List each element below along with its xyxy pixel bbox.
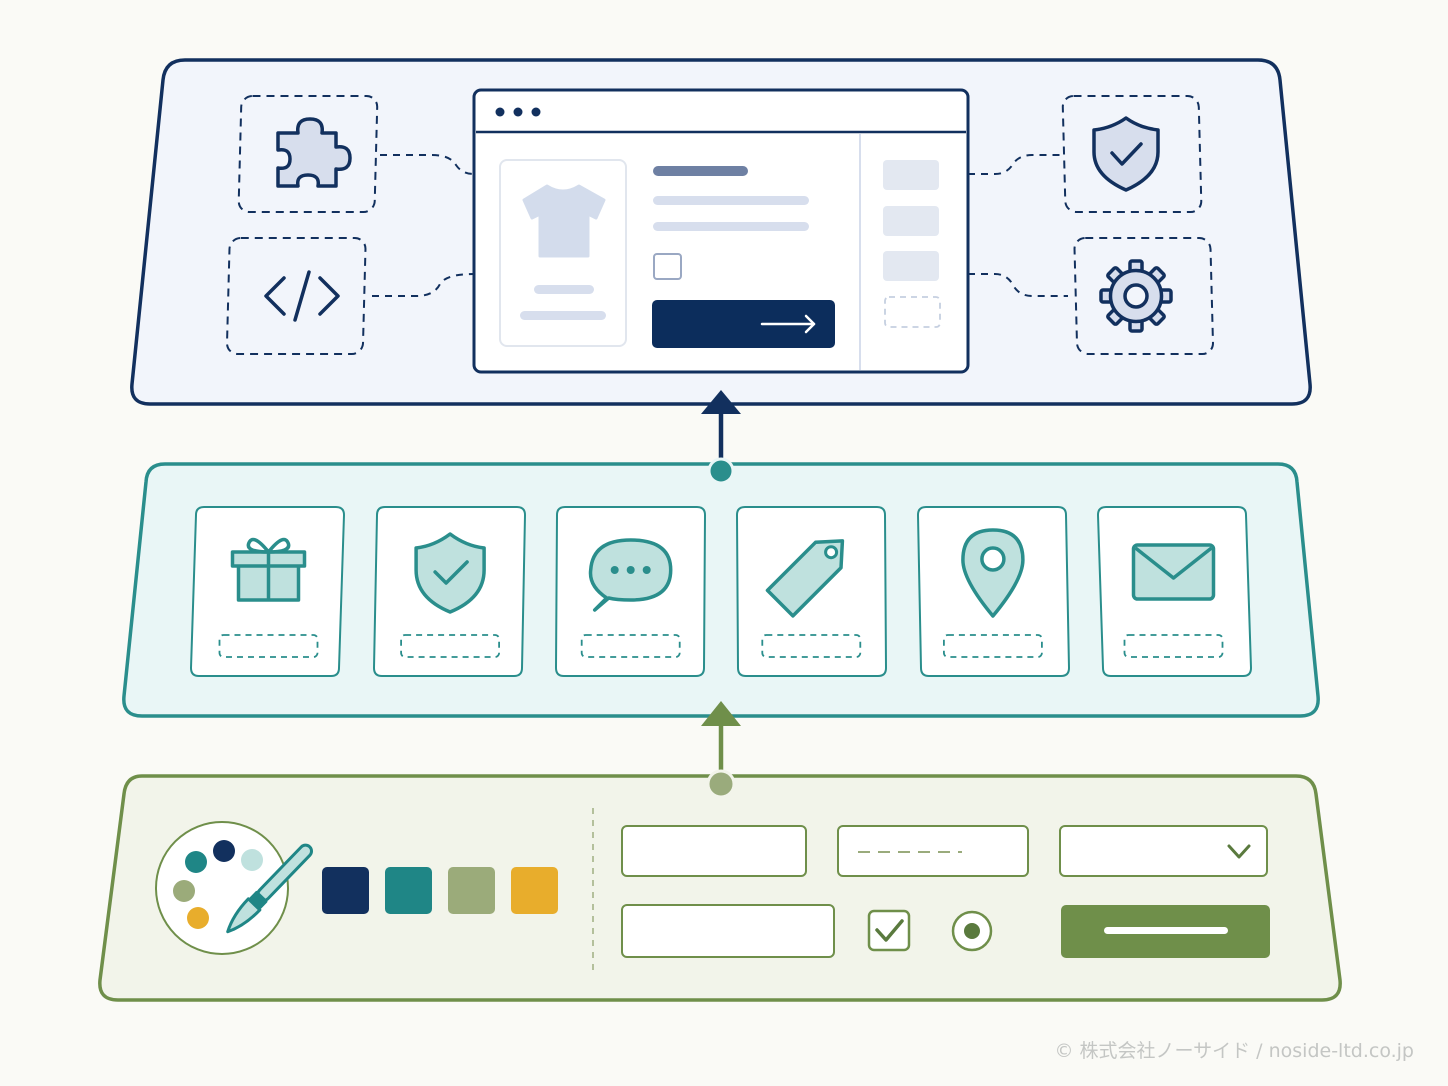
checkbox-checked[interactable]	[867, 909, 911, 952]
product-card	[499, 159, 627, 347]
feature-card-row	[189, 506, 1253, 677]
chevron-down-icon	[1227, 844, 1251, 859]
arrow-right-icon	[760, 314, 816, 334]
add-to-cart-button[interactable]	[652, 300, 835, 348]
chat-bubble-icon	[588, 538, 673, 612]
puzzle-extension-box	[237, 95, 379, 213]
tshirt-icon	[522, 184, 606, 258]
text-input[interactable]	[621, 904, 835, 958]
text-input[interactable]	[621, 825, 807, 877]
gift-icon	[230, 537, 307, 602]
gear-icon	[1099, 259, 1173, 333]
bottom-layer	[98, 769, 1342, 1002]
card-label-placeholder	[580, 634, 681, 658]
color-swatch	[385, 867, 432, 914]
checkmark-icon	[875, 919, 904, 942]
card-label-placeholder	[943, 634, 1043, 658]
code-extension-box	[226, 237, 367, 355]
primary-button[interactable]	[1061, 905, 1270, 958]
feature-card	[554, 506, 707, 677]
top-layer	[130, 58, 1312, 406]
color-swatch	[511, 867, 558, 914]
storefront-browser-window	[472, 88, 970, 374]
color-swatch	[448, 867, 495, 914]
select-dropdown[interactable]	[1059, 825, 1268, 877]
feature-card	[735, 506, 888, 677]
radio-selected[interactable]	[951, 910, 993, 952]
palette-brush-icon	[155, 821, 314, 955]
bottom-layer-panel	[98, 774, 1342, 1002]
feature-card	[916, 506, 1071, 677]
feature-card	[189, 506, 346, 677]
location-pin-icon	[961, 528, 1025, 618]
sidebar-placeholders	[883, 160, 941, 328]
puzzle-icon	[276, 117, 352, 188]
top-connectors	[372, 154, 1068, 297]
bottom-connector-dot	[706, 769, 736, 799]
card-label-placeholder	[400, 634, 501, 658]
color-swatch	[322, 867, 369, 914]
shield-check-icon	[414, 532, 486, 614]
feature-card	[372, 506, 527, 677]
product-details	[652, 166, 835, 348]
form-controls	[621, 825, 1270, 958]
option-checkbox[interactable]	[653, 253, 682, 280]
window-dots	[495, 107, 541, 117]
middle-connector-dot	[707, 457, 735, 485]
card-label-placeholder	[218, 634, 319, 658]
color-swatch-row	[322, 867, 558, 914]
security-extension-box	[1061, 95, 1203, 213]
placeholder-input[interactable]	[837, 825, 1029, 877]
card-label-placeholder	[1123, 634, 1224, 658]
envelope-icon	[1131, 543, 1216, 601]
settings-extension-box	[1073, 237, 1214, 355]
feature-card	[1096, 506, 1253, 677]
copyright-credit: © 株式会社ノーサイド / noside-ltd.co.jp	[1054, 1040, 1414, 1062]
shield-check-icon	[1092, 116, 1160, 192]
card-label-placeholder	[761, 634, 862, 658]
tag-icon	[765, 539, 845, 618]
code-icon	[264, 270, 340, 322]
